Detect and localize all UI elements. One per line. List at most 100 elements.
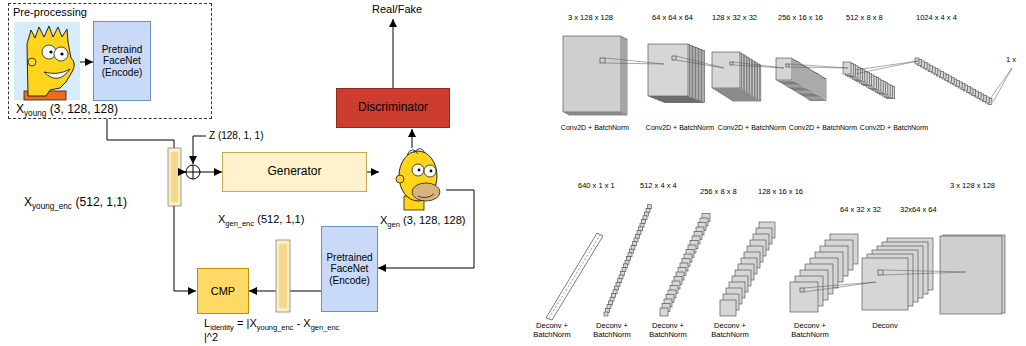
encoder-layers <box>723 59 751 95</box>
encoder-layers <box>918 60 922 66</box>
encoder-layers <box>800 72 816 94</box>
layer-label: Deconv <box>872 321 897 330</box>
encoder-layers <box>956 81 960 87</box>
encoder-layers <box>873 79 881 91</box>
decoder-layers <box>805 264 833 294</box>
decoder-layers <box>625 260 629 264</box>
decoder-layers <box>790 282 818 312</box>
encoder-layers <box>983 96 987 102</box>
encoder-layers <box>961 84 965 90</box>
decoder-layers <box>642 220 646 224</box>
decoder-layers <box>546 205 1005 320</box>
variable-label: X <box>16 102 24 116</box>
decoder-layers <box>756 228 772 244</box>
encoder-layers <box>866 75 874 87</box>
encoder-layers <box>796 70 812 92</box>
encoder-box: Pretrained FaceNet (Encode) <box>321 226 378 312</box>
label-group: 64 x 32 x 32 <box>840 206 881 215</box>
label-group: 256 x 8 x 8 <box>700 188 737 197</box>
decoder-layers <box>830 234 858 264</box>
encoder-layers <box>569 39 627 115</box>
encoder-layers <box>972 90 976 96</box>
decoder-layers <box>800 288 804 292</box>
encoder-layers <box>923 63 927 69</box>
decoder-layers <box>696 227 704 235</box>
decoder-layers <box>607 305 611 309</box>
layer-label: Conv2D + BatchNorm <box>646 124 714 131</box>
encoder-layers <box>653 46 693 98</box>
encoder-layers <box>717 55 745 91</box>
layer-label: 64 x 64 x 64 <box>652 13 693 22</box>
bart-illustration <box>54 47 68 61</box>
encoder-layers <box>659 48 699 100</box>
layer-label: Conv2D + BatchNorm <box>718 124 786 131</box>
variable-label: X <box>380 214 387 226</box>
encoder-layers <box>884 85 892 97</box>
encoder-layers <box>947 76 951 82</box>
decoder-layers <box>862 258 908 310</box>
layer-label: Conv2D + BatchNorm <box>860 124 928 131</box>
encoder-layers <box>843 62 851 74</box>
encoder-layers <box>798 71 814 93</box>
subscript: gen <box>387 220 399 229</box>
variable-label: X <box>218 213 225 225</box>
label-group: Conv2D + BatchNorm <box>718 124 786 132</box>
encoder-layers <box>730 63 758 99</box>
layer-label: 512 x 4 x 4 <box>640 181 677 190</box>
decoder-layers <box>636 234 640 238</box>
decoder-layers <box>616 282 620 286</box>
decoder-layers <box>702 214 710 222</box>
encoder-layers <box>776 58 792 80</box>
bart-illustration <box>14 22 80 100</box>
label-group: Real/Fake <box>372 3 422 16</box>
encoder-layers <box>651 45 691 97</box>
decoder-layers <box>825 240 853 270</box>
encoder-layers <box>966 87 970 93</box>
label-group: 1024 x 4 x 4 <box>916 14 957 23</box>
decoder-layers <box>546 233 603 320</box>
encoder-layers <box>672 56 676 60</box>
encoder-layers <box>731 64 759 100</box>
variable-label: (512, 1,1) <box>257 213 304 225</box>
encoder-layers <box>974 91 978 97</box>
decoder-layers <box>676 272 684 280</box>
decoder-layers <box>810 258 838 288</box>
decoder-layers <box>637 231 641 235</box>
encoder-layers <box>977 93 981 99</box>
encoder-layers <box>648 44 688 96</box>
homer-illustration <box>407 149 425 156</box>
decoder-layers <box>662 304 670 312</box>
homer-illustration <box>430 170 433 173</box>
encoder-layers <box>676 56 724 68</box>
variable-label: - X <box>297 317 311 329</box>
decoder-layers <box>883 272 966 275</box>
homer-illustration <box>396 175 404 183</box>
encoder-layers <box>656 47 696 99</box>
encoder-layers <box>567 38 625 114</box>
layer-label: 256 x 16 x 16 <box>778 13 823 22</box>
flow-arrow <box>80 62 93 63</box>
bart-illustration <box>42 45 56 59</box>
decoder-layers <box>678 268 686 276</box>
layer-label: 64 x 32 x 32 <box>840 205 881 214</box>
label-group: Deconv + BatchNorm <box>708 322 752 339</box>
box-label: Generator <box>267 165 321 179</box>
homer-illustration <box>412 164 424 176</box>
variable-label: (3, 128, 128) <box>50 102 118 116</box>
encoder-layers <box>792 68 808 90</box>
decoder-layers <box>645 212 649 216</box>
encoder-layers <box>726 61 754 97</box>
encoder-layers <box>728 62 756 98</box>
encoder-layers <box>931 67 935 73</box>
layer-label: Deconv + BatchNorm <box>791 321 829 339</box>
generator-box: Generator <box>222 152 367 192</box>
encoder-layers <box>782 62 798 84</box>
decoder-layers <box>694 232 702 240</box>
flow-arrow <box>393 19 394 88</box>
bart-illustration <box>44 69 70 78</box>
label-group: 32x64 x 64 <box>900 206 937 215</box>
encoder-layers <box>939 72 943 78</box>
encoder-layers <box>788 65 804 87</box>
label-group: 3 x 128 x 128 <box>950 182 995 191</box>
